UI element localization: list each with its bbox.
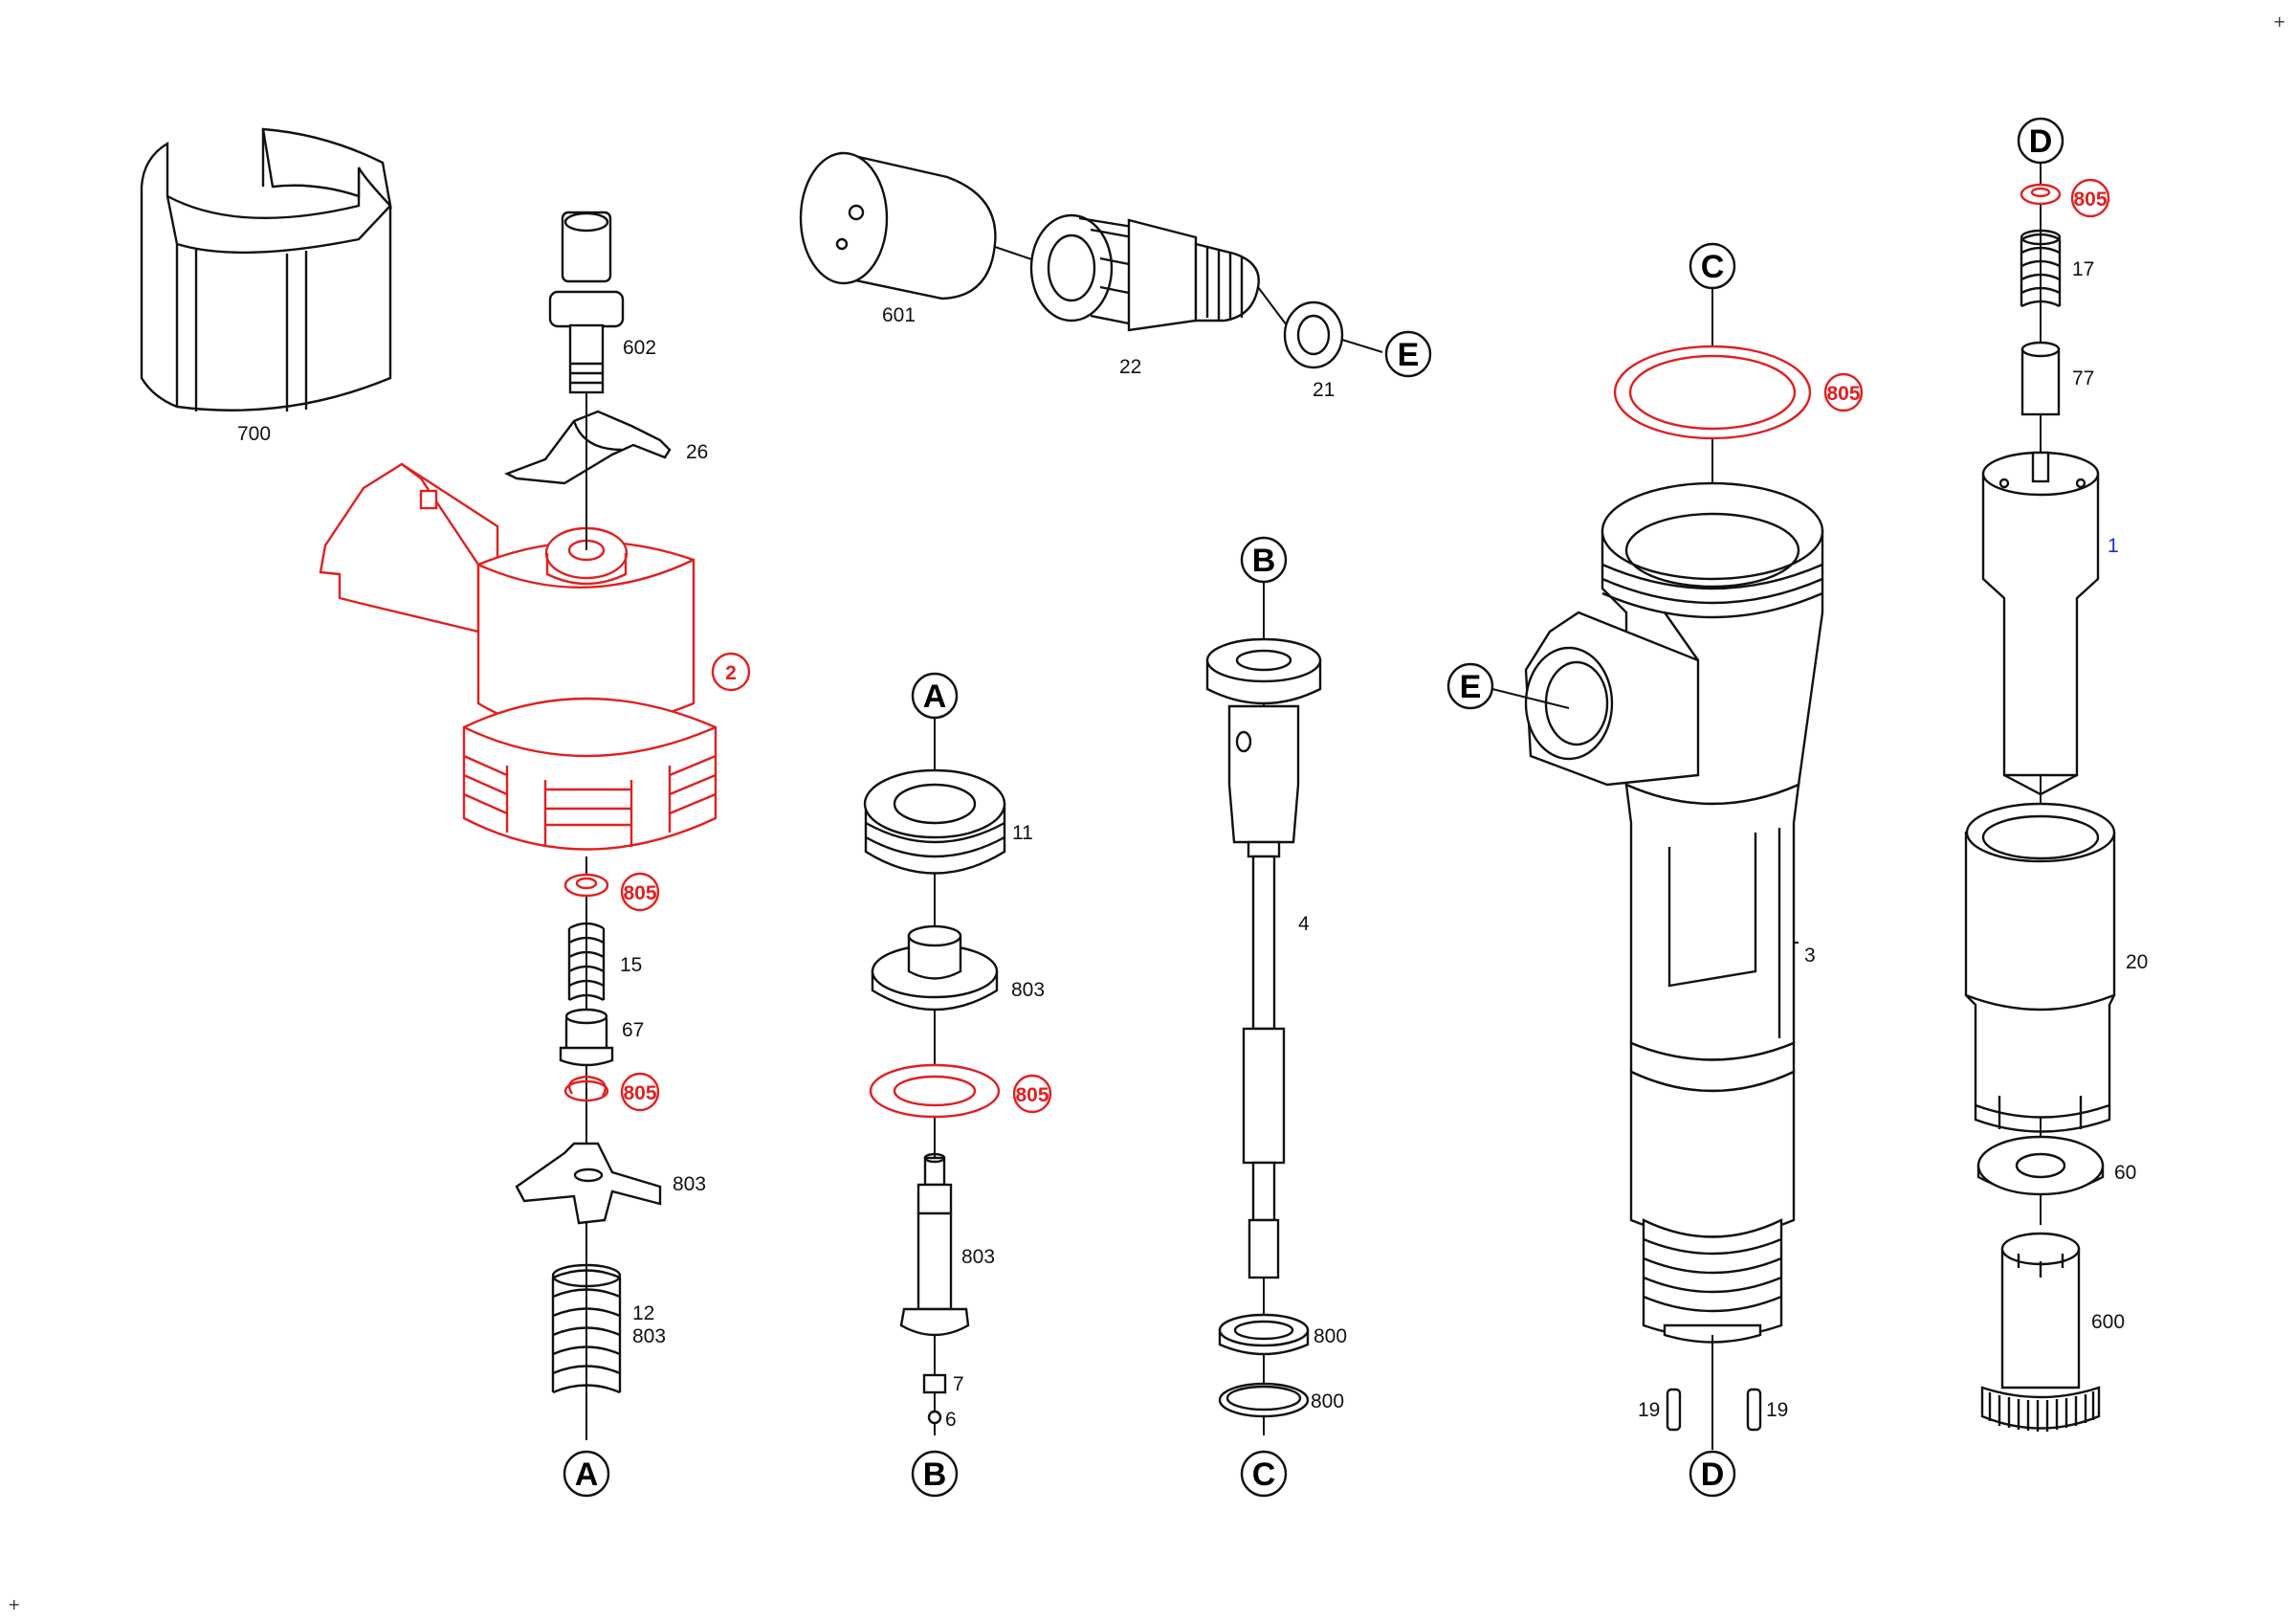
callout-d-bottom-label: D bbox=[1701, 1456, 1725, 1493]
callout-d-top-label: D bbox=[2029, 123, 2053, 160]
part-3-label: 3 bbox=[1804, 945, 1816, 967]
part-602 bbox=[548, 211, 625, 394]
part-805-washer-left-2 bbox=[563, 1075, 609, 1102]
part-700-sleeve bbox=[140, 127, 392, 411]
badge-805-right bbox=[2070, 178, 2110, 218]
part-11-label: 11 bbox=[1012, 822, 1033, 844]
part-1-nozzle bbox=[1981, 451, 2100, 796]
badge-805-mid bbox=[1012, 1074, 1052, 1114]
part-22-fitting bbox=[1029, 213, 1260, 332]
part-60-washer bbox=[1976, 1135, 2105, 1196]
callout-d-bottom bbox=[1689, 1450, 1736, 1498]
part-15-spring bbox=[567, 922, 606, 1002]
part-7 bbox=[922, 1373, 947, 1394]
part-60-label: 60 bbox=[2114, 1162, 2136, 1184]
callout-e-top-label: E bbox=[1398, 337, 1420, 373]
callout-e-body bbox=[1446, 662, 1494, 710]
part-803-valve-pin bbox=[899, 1152, 970, 1337]
part-19-label-right: 19 bbox=[1766, 1399, 1788, 1421]
badge-805-right-label: 805 bbox=[2073, 189, 2107, 211]
part-601-label: 601 bbox=[882, 304, 916, 326]
part-6-label: 6 bbox=[945, 1409, 957, 1431]
part-805-washer-mid bbox=[869, 1063, 1001, 1119]
part-22-label: 22 bbox=[1119, 356, 1141, 378]
part-6-ball bbox=[927, 1410, 942, 1425]
part-20-label: 20 bbox=[2126, 951, 2148, 973]
callout-c-bottom-label: C bbox=[1252, 1456, 1276, 1493]
crop-mark-bottom-left: + bbox=[8, 1595, 20, 1613]
part-2-solenoid: 2 bbox=[319, 462, 751, 851]
callout-b-bottom bbox=[911, 1450, 959, 1498]
part-26-label: 26 bbox=[686, 441, 708, 463]
part-803-star-label: 803 bbox=[673, 1173, 706, 1195]
callout-a-bottom-label: A bbox=[575, 1456, 599, 1493]
callout-c-bottom bbox=[1240, 1450, 1288, 1498]
part-3-injector-body bbox=[1524, 481, 1824, 1344]
badge-805-left-2 bbox=[620, 1072, 660, 1112]
crop-mark-top-right: + bbox=[2273, 12, 2285, 31]
part-601-cap bbox=[799, 151, 997, 300]
badge-805-mid-label: 805 bbox=[1015, 1084, 1049, 1106]
part-600-label: 600 bbox=[2091, 1311, 2125, 1333]
callout-a-bottom bbox=[563, 1450, 610, 1498]
part-800-label-1: 800 bbox=[1314, 1325, 1347, 1347]
part-19-pin-right bbox=[1746, 1388, 1762, 1432]
part-805-ring-large bbox=[1613, 345, 1812, 440]
part-17-label: 17 bbox=[2072, 258, 2094, 280]
part-803-spring-label: 803 bbox=[632, 1325, 666, 1347]
part-4-label: 4 bbox=[1298, 913, 1310, 935]
callout-a-top-label: A bbox=[923, 678, 947, 715]
badge-805-left-2-label: 805 bbox=[623, 1082, 656, 1104]
part-803-star bbox=[515, 1142, 662, 1225]
part-803-valve-seat bbox=[871, 924, 999, 1012]
part-19-pin-left bbox=[1666, 1388, 1682, 1432]
part-26-clip bbox=[504, 410, 672, 485]
callout-b-bottom-label: B bbox=[923, 1456, 947, 1493]
part-12-label: 12 bbox=[632, 1302, 654, 1324]
badge-805-large bbox=[1823, 372, 1864, 412]
part-7-label: 7 bbox=[953, 1373, 964, 1395]
part-67 bbox=[559, 1008, 614, 1067]
part-15-label: 15 bbox=[620, 954, 642, 976]
part-17-spring bbox=[2020, 229, 2062, 308]
part-800-ring-1 bbox=[1218, 1313, 1310, 1356]
part-20-nozzle-nut bbox=[1964, 802, 2116, 1133]
part-19-label-left: 19 bbox=[1638, 1399, 1660, 1421]
badge-805-left-1 bbox=[620, 872, 660, 912]
part-800-ring-2 bbox=[1218, 1382, 1310, 1418]
part-2-label: 2 bbox=[725, 662, 737, 684]
part-805-washer-right bbox=[2020, 183, 2062, 206]
part-803-pin-label: 803 bbox=[961, 1246, 995, 1268]
part-803-seat-label: 803 bbox=[1011, 979, 1045, 1001]
part-12-spring bbox=[551, 1263, 622, 1394]
part-600-tool bbox=[1980, 1232, 2101, 1432]
part-4-valve-stem bbox=[1205, 637, 1322, 1279]
callout-e-top bbox=[1384, 330, 1432, 378]
callout-b-top-label: B bbox=[1252, 543, 1276, 579]
badge-805-large-label: 805 bbox=[1826, 383, 1860, 405]
part-77-label: 77 bbox=[2072, 367, 2094, 389]
part-77-spacer bbox=[2020, 341, 2061, 416]
part-1-label: 1 bbox=[2108, 535, 2119, 557]
badge-805-left-1-label: 805 bbox=[623, 882, 656, 904]
part-67-label: 67 bbox=[622, 1019, 644, 1041]
part-21-label: 21 bbox=[1313, 379, 1335, 401]
part-11-nut bbox=[863, 768, 1006, 875]
part-800-label-2: 800 bbox=[1311, 1390, 1344, 1412]
part-700-label: 700 bbox=[237, 423, 271, 445]
callout-c-top-label: C bbox=[1701, 249, 1725, 285]
callout-e-body-label: E bbox=[1460, 669, 1482, 705]
part-602-label: 602 bbox=[623, 337, 656, 359]
part-805-washer-left-1 bbox=[563, 873, 609, 898]
part-21-washer bbox=[1283, 300, 1344, 369]
